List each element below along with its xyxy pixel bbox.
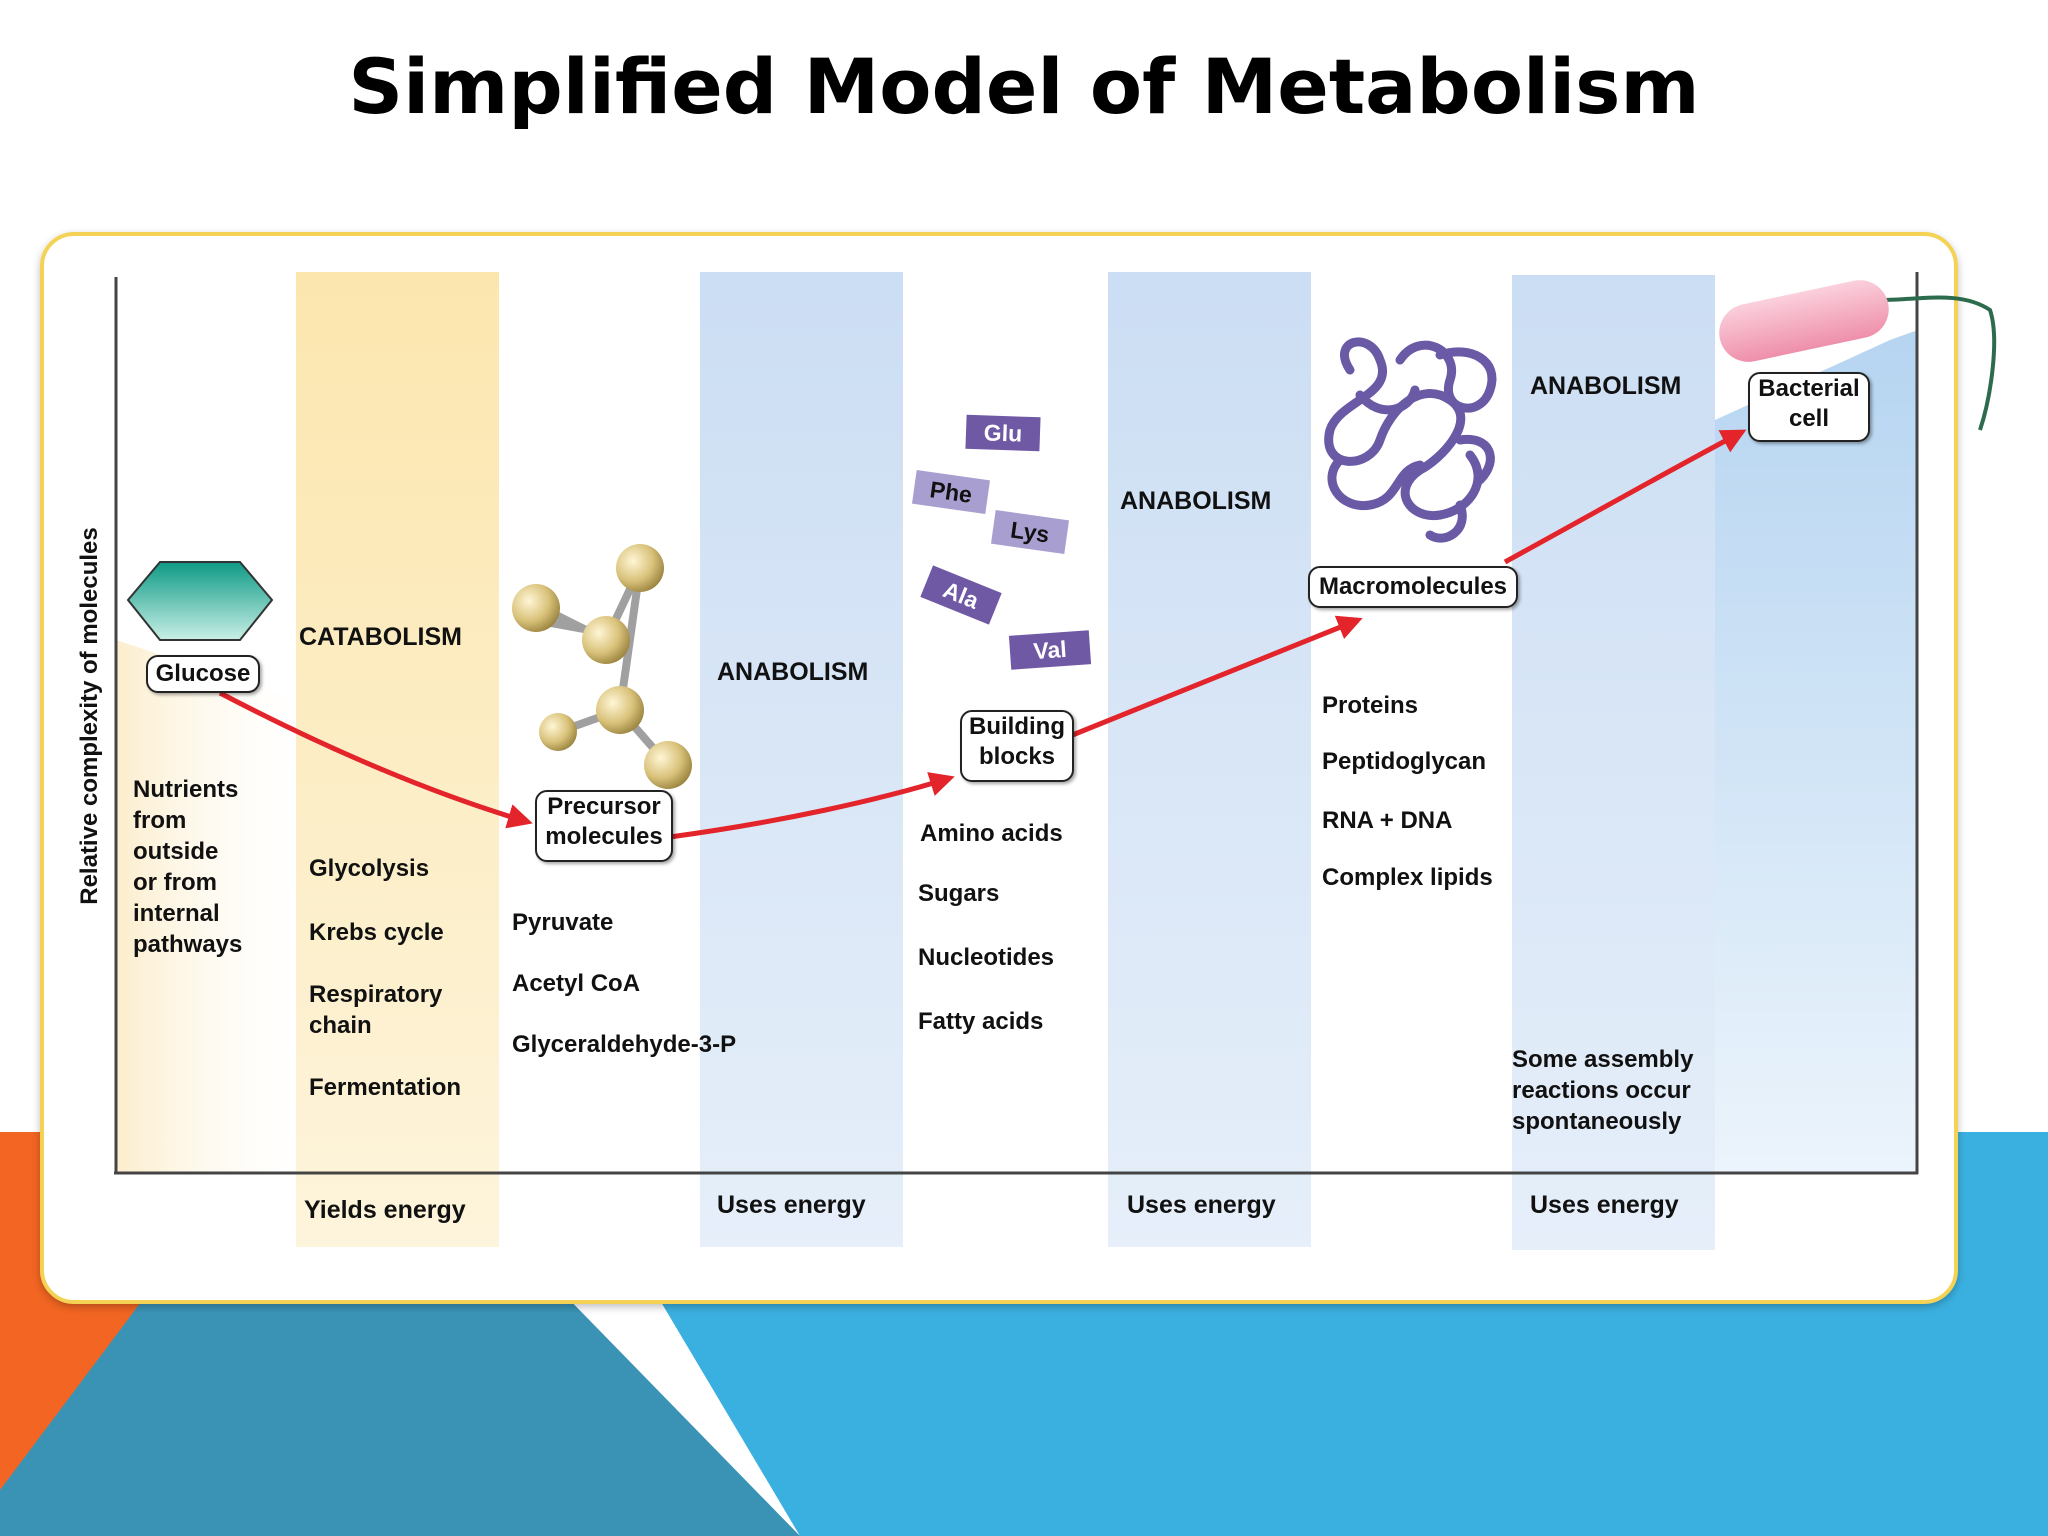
nutrients-line: outside (133, 838, 219, 865)
building-item: Nucleotides (918, 944, 1055, 971)
nutrients-line: internal (133, 900, 220, 927)
nutrients-text: Nutrients from outside or from internal … (133, 774, 242, 960)
precursor-item: Pyruvate (512, 909, 614, 936)
building-item: Fatty acids (918, 1008, 1044, 1035)
bacterial-label-1: Bacterial (1758, 375, 1860, 402)
catabolism-item: Respiratory chain (309, 981, 443, 1039)
macro-item: Complex lipids (1322, 864, 1493, 891)
macro-item: RNA + DNA (1322, 807, 1453, 834)
macro-label: Macromolecules (1318, 573, 1508, 600)
uses-energy-label-3: Uses energy (1530, 1191, 1679, 1219)
assembly-note-line: spontaneously (1512, 1108, 1682, 1135)
nutrient-wash (116, 640, 300, 1172)
slide-title: Simplified Model of Metabolism (348, 42, 1700, 131)
arrow-building-to-macro (1069, 615, 1363, 739)
protein-icon (1324, 337, 1497, 543)
bacterial-cell-box: Bacterial cell (1748, 372, 1870, 442)
catabolism-band (296, 272, 499, 1247)
precursor-item: Glyceraldehyde-3-P (512, 1031, 737, 1058)
catabolism-item: Krebs cycle (309, 919, 444, 946)
glucose-label: Glucose (155, 660, 251, 687)
nutrients-line: pathways (133, 931, 243, 958)
macro-item: Peptidoglycan (1322, 748, 1487, 775)
assembly-note-line: reactions occur (1512, 1077, 1691, 1104)
precursor-label-1: Precursor (547, 793, 661, 820)
macro-box: Macromolecules (1308, 566, 1518, 608)
anabolism-band-3 (1512, 275, 1715, 1250)
precursor-box: Precursor molecules (535, 790, 673, 862)
nutrients-line: or from (133, 869, 217, 896)
bacterium-icon (1719, 280, 1997, 431)
anabolism-band-2 (1108, 272, 1311, 1247)
nutrients-line: Nutrients (133, 776, 239, 803)
building-item: Sugars (918, 880, 1000, 907)
uses-energy-label-2: Uses energy (1127, 1191, 1276, 1219)
nutrients-line: from (133, 807, 187, 834)
building-label-2: blocks (978, 743, 1056, 770)
precursor-label-2: molecules (545, 823, 663, 850)
assembly-note: Some assembly reactions occur spontaneou… (1512, 1044, 1693, 1137)
assembly-note-line: Some assembly (1512, 1046, 1694, 1073)
building-label-1: Building (969, 713, 1065, 740)
anabolism-label-2: ANABOLISM (1120, 487, 1272, 515)
precursor-molecule-icon (512, 544, 692, 789)
glucose-icon (126, 561, 274, 641)
catabolism-item: Glycolysis (309, 855, 430, 882)
catabolism-item: Fermentation (309, 1074, 462, 1101)
uses-energy-label-1: Uses energy (717, 1191, 866, 1219)
cell-wash (1715, 330, 1918, 1172)
anabolism-label-1: ANABOLISM (717, 658, 869, 686)
building-item: Amino acids (920, 820, 1063, 847)
teal-shape-lower (0, 1290, 800, 1536)
anabolism-band-1 (700, 272, 903, 1247)
bacterial-label-2: cell (1788, 405, 1830, 432)
building-box: Building blocks (960, 710, 1074, 782)
anabolism-label-3: ANABOLISM (1530, 372, 1682, 400)
precursor-item: Acetyl CoA (512, 970, 641, 997)
y-axis-label: Relative complexity of molecules (76, 527, 103, 905)
arrow-macro-to-cell (1503, 429, 1747, 565)
macro-item: Proteins (1322, 692, 1419, 719)
arrow-glucose-to-precursor (218, 690, 533, 829)
arrow-precursor-to-building (669, 772, 955, 840)
catabolism-label: CATABOLISM (299, 623, 462, 651)
amino-acid-val: Val (1008, 630, 1092, 670)
yields-energy-label: Yields energy (304, 1196, 466, 1224)
amino-acid-glu: Glu (965, 414, 1041, 452)
glucose-box: Glucose (146, 655, 260, 693)
